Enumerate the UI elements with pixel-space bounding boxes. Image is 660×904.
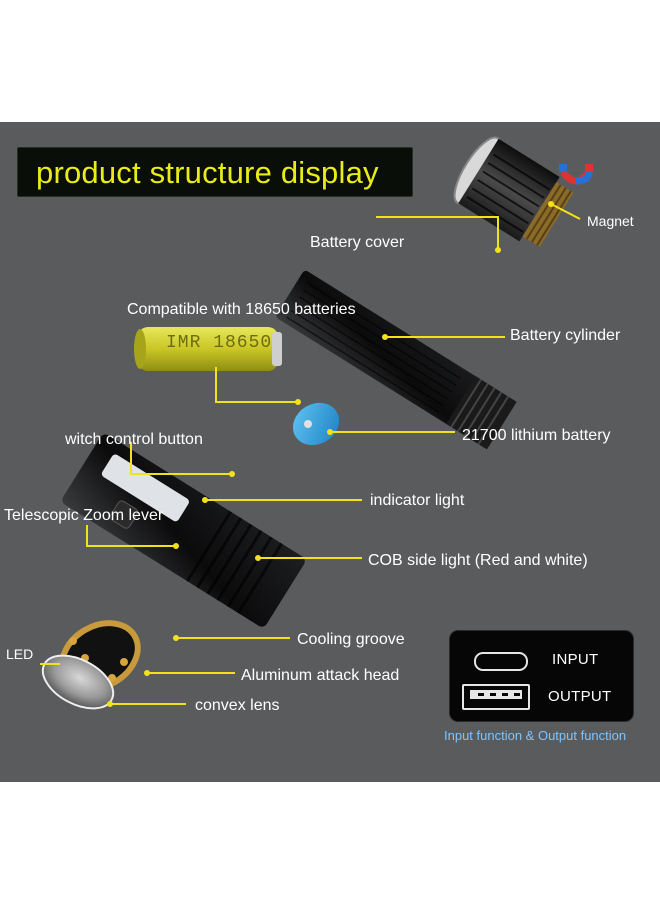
callout-lines xyxy=(40,203,581,705)
battery-18650 xyxy=(134,327,282,371)
lithium-battery-end xyxy=(292,402,340,446)
cooling-groove-label: Cooling groove xyxy=(297,631,405,648)
product-panel: product structure display IMR 18650 Magn… xyxy=(0,122,660,782)
led-label: LED xyxy=(6,646,34,662)
battery-print: IMR 18650 xyxy=(166,333,273,353)
lithium-battery-label: 21700 lithium battery xyxy=(462,427,611,444)
cob-light-label: COB side light (Red and white) xyxy=(368,552,588,569)
cob-side-light xyxy=(101,454,189,522)
flashlight-illustration xyxy=(40,136,593,710)
battery-tube xyxy=(276,270,517,450)
zoom-lever-label: Telescopic Zoom lever xyxy=(4,507,164,524)
battery-cover-label: Battery cover xyxy=(310,234,405,251)
tail-cap xyxy=(453,136,574,247)
magnet-label: Magnet xyxy=(587,213,634,229)
switch-button-label: witch control button xyxy=(65,431,203,448)
indicator-light-label: indicator light xyxy=(370,492,465,509)
output-label: OUTPUT xyxy=(548,688,612,705)
page-title: product structure display xyxy=(36,155,379,190)
title-banner: product structure display xyxy=(17,147,413,197)
convex-lens-label: convex lens xyxy=(195,697,280,714)
attack-head-label: Aluminum attack head xyxy=(241,667,400,684)
usb-c-port-icon xyxy=(474,652,528,671)
usb-a-port-icon xyxy=(462,684,530,710)
head-body xyxy=(62,434,305,627)
io-caption: Input function & Output function xyxy=(444,728,627,743)
magnet-icon xyxy=(559,164,593,185)
io-panel: INPUT OUTPUT xyxy=(449,630,634,722)
callout-dots xyxy=(107,201,554,707)
battery-cylinder-label: Battery cylinder xyxy=(510,327,621,344)
compatible-label: Compatible with 18650 batteries xyxy=(127,301,356,318)
input-label: INPUT xyxy=(552,651,599,668)
